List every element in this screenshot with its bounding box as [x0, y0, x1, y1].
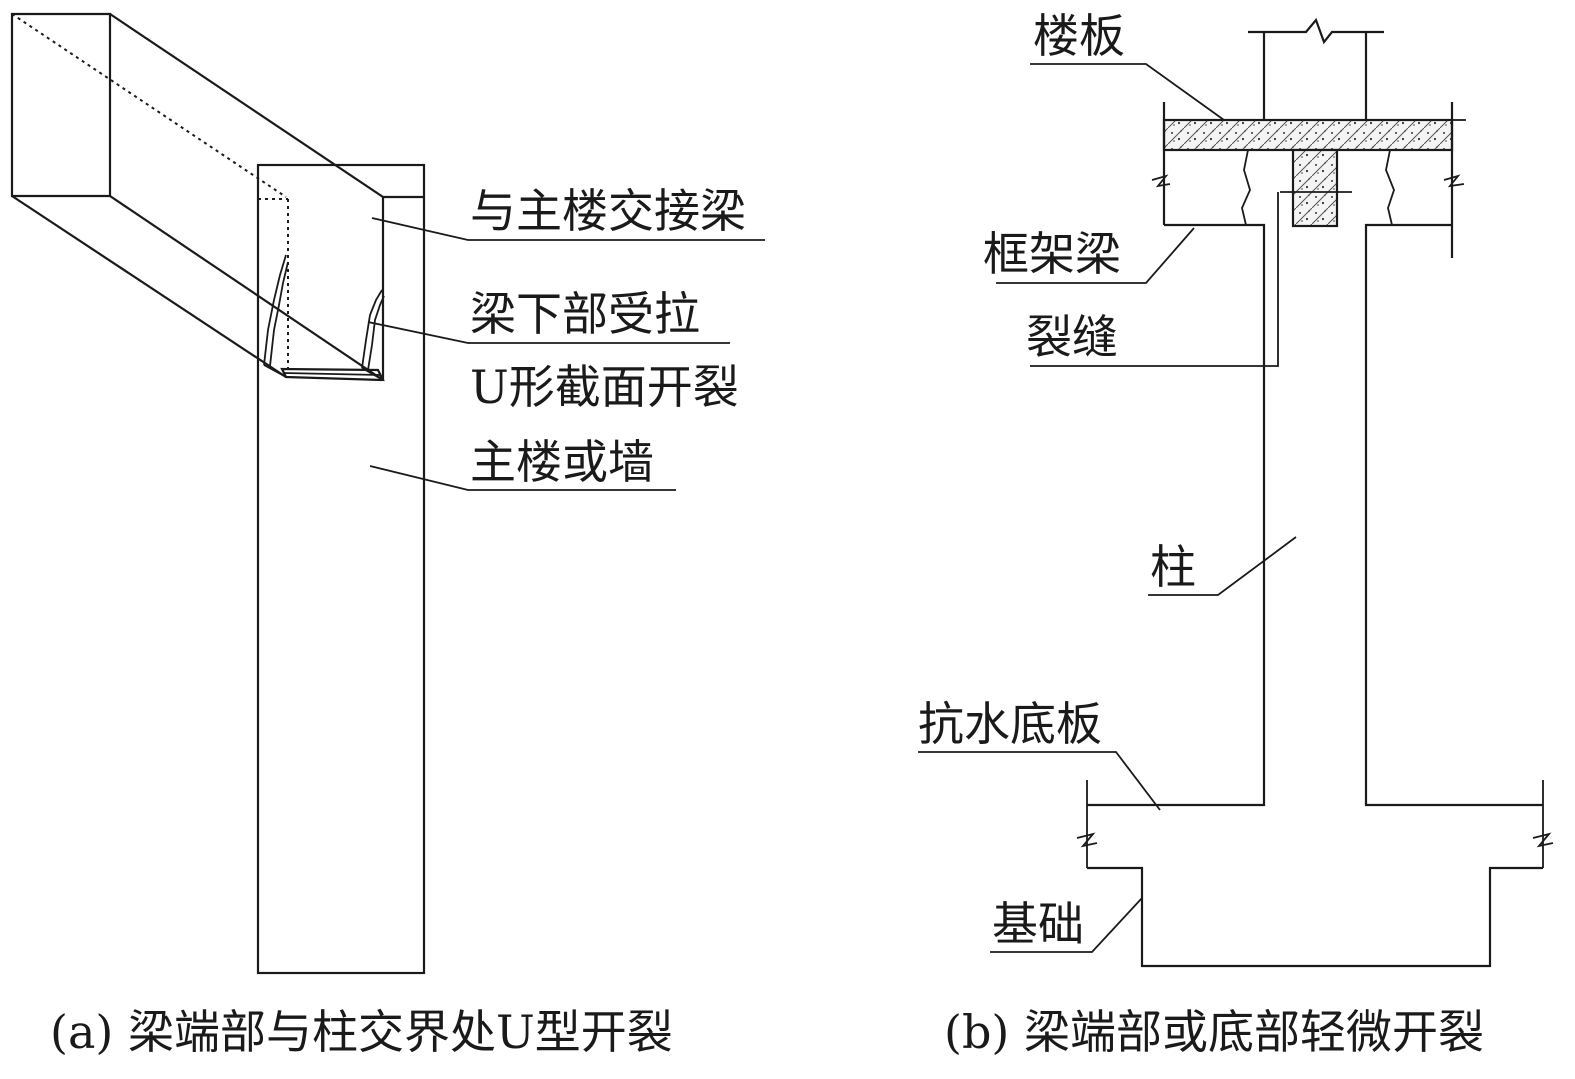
wall-column — [256, 163, 426, 975]
beam-3d — [10, 12, 424, 382]
u-crack — [263, 254, 385, 381]
foundation — [1087, 866, 1543, 968]
leader-lines-a — [367, 217, 765, 491]
crack-lines — [1241, 149, 1395, 226]
caption-b: (b) 梁端部或底部轻微开裂 — [944, 1005, 1484, 1059]
beam-section — [1280, 148, 1352, 228]
label-tension-line1: 梁下部受拉 — [470, 287, 700, 341]
panel-a: 与主楼交接梁 梁下部受拉 U形截面开裂 主楼或墙 (a) 梁端部与柱交界处U型开… — [10, 12, 765, 1059]
column-outline — [1076, 223, 1554, 868]
panel-b: 楼板 框架梁 裂缝 柱 抗水底板 基础 (b) 梁端部或底部轻微开裂 — [918, 9, 1554, 1059]
label-column: 柱 — [1150, 540, 1196, 594]
label-foundation: 基础 — [992, 897, 1084, 951]
caption-a: (a) 梁端部与柱交界处U型开裂 — [50, 1005, 673, 1059]
leader-lines-b — [918, 63, 1297, 953]
label-beam: 与主楼交接梁 — [470, 184, 746, 238]
label-wall: 主楼或墙 — [470, 435, 654, 489]
label-raft: 抗水底板 — [918, 697, 1102, 751]
label-tension-line2: U形截面开裂 — [470, 360, 739, 414]
label-slab: 楼板 — [1033, 9, 1125, 63]
label-frame-beam: 框架梁 — [983, 227, 1121, 281]
label-crack: 裂缝 — [1026, 310, 1118, 364]
upper-column — [1248, 17, 1384, 120]
